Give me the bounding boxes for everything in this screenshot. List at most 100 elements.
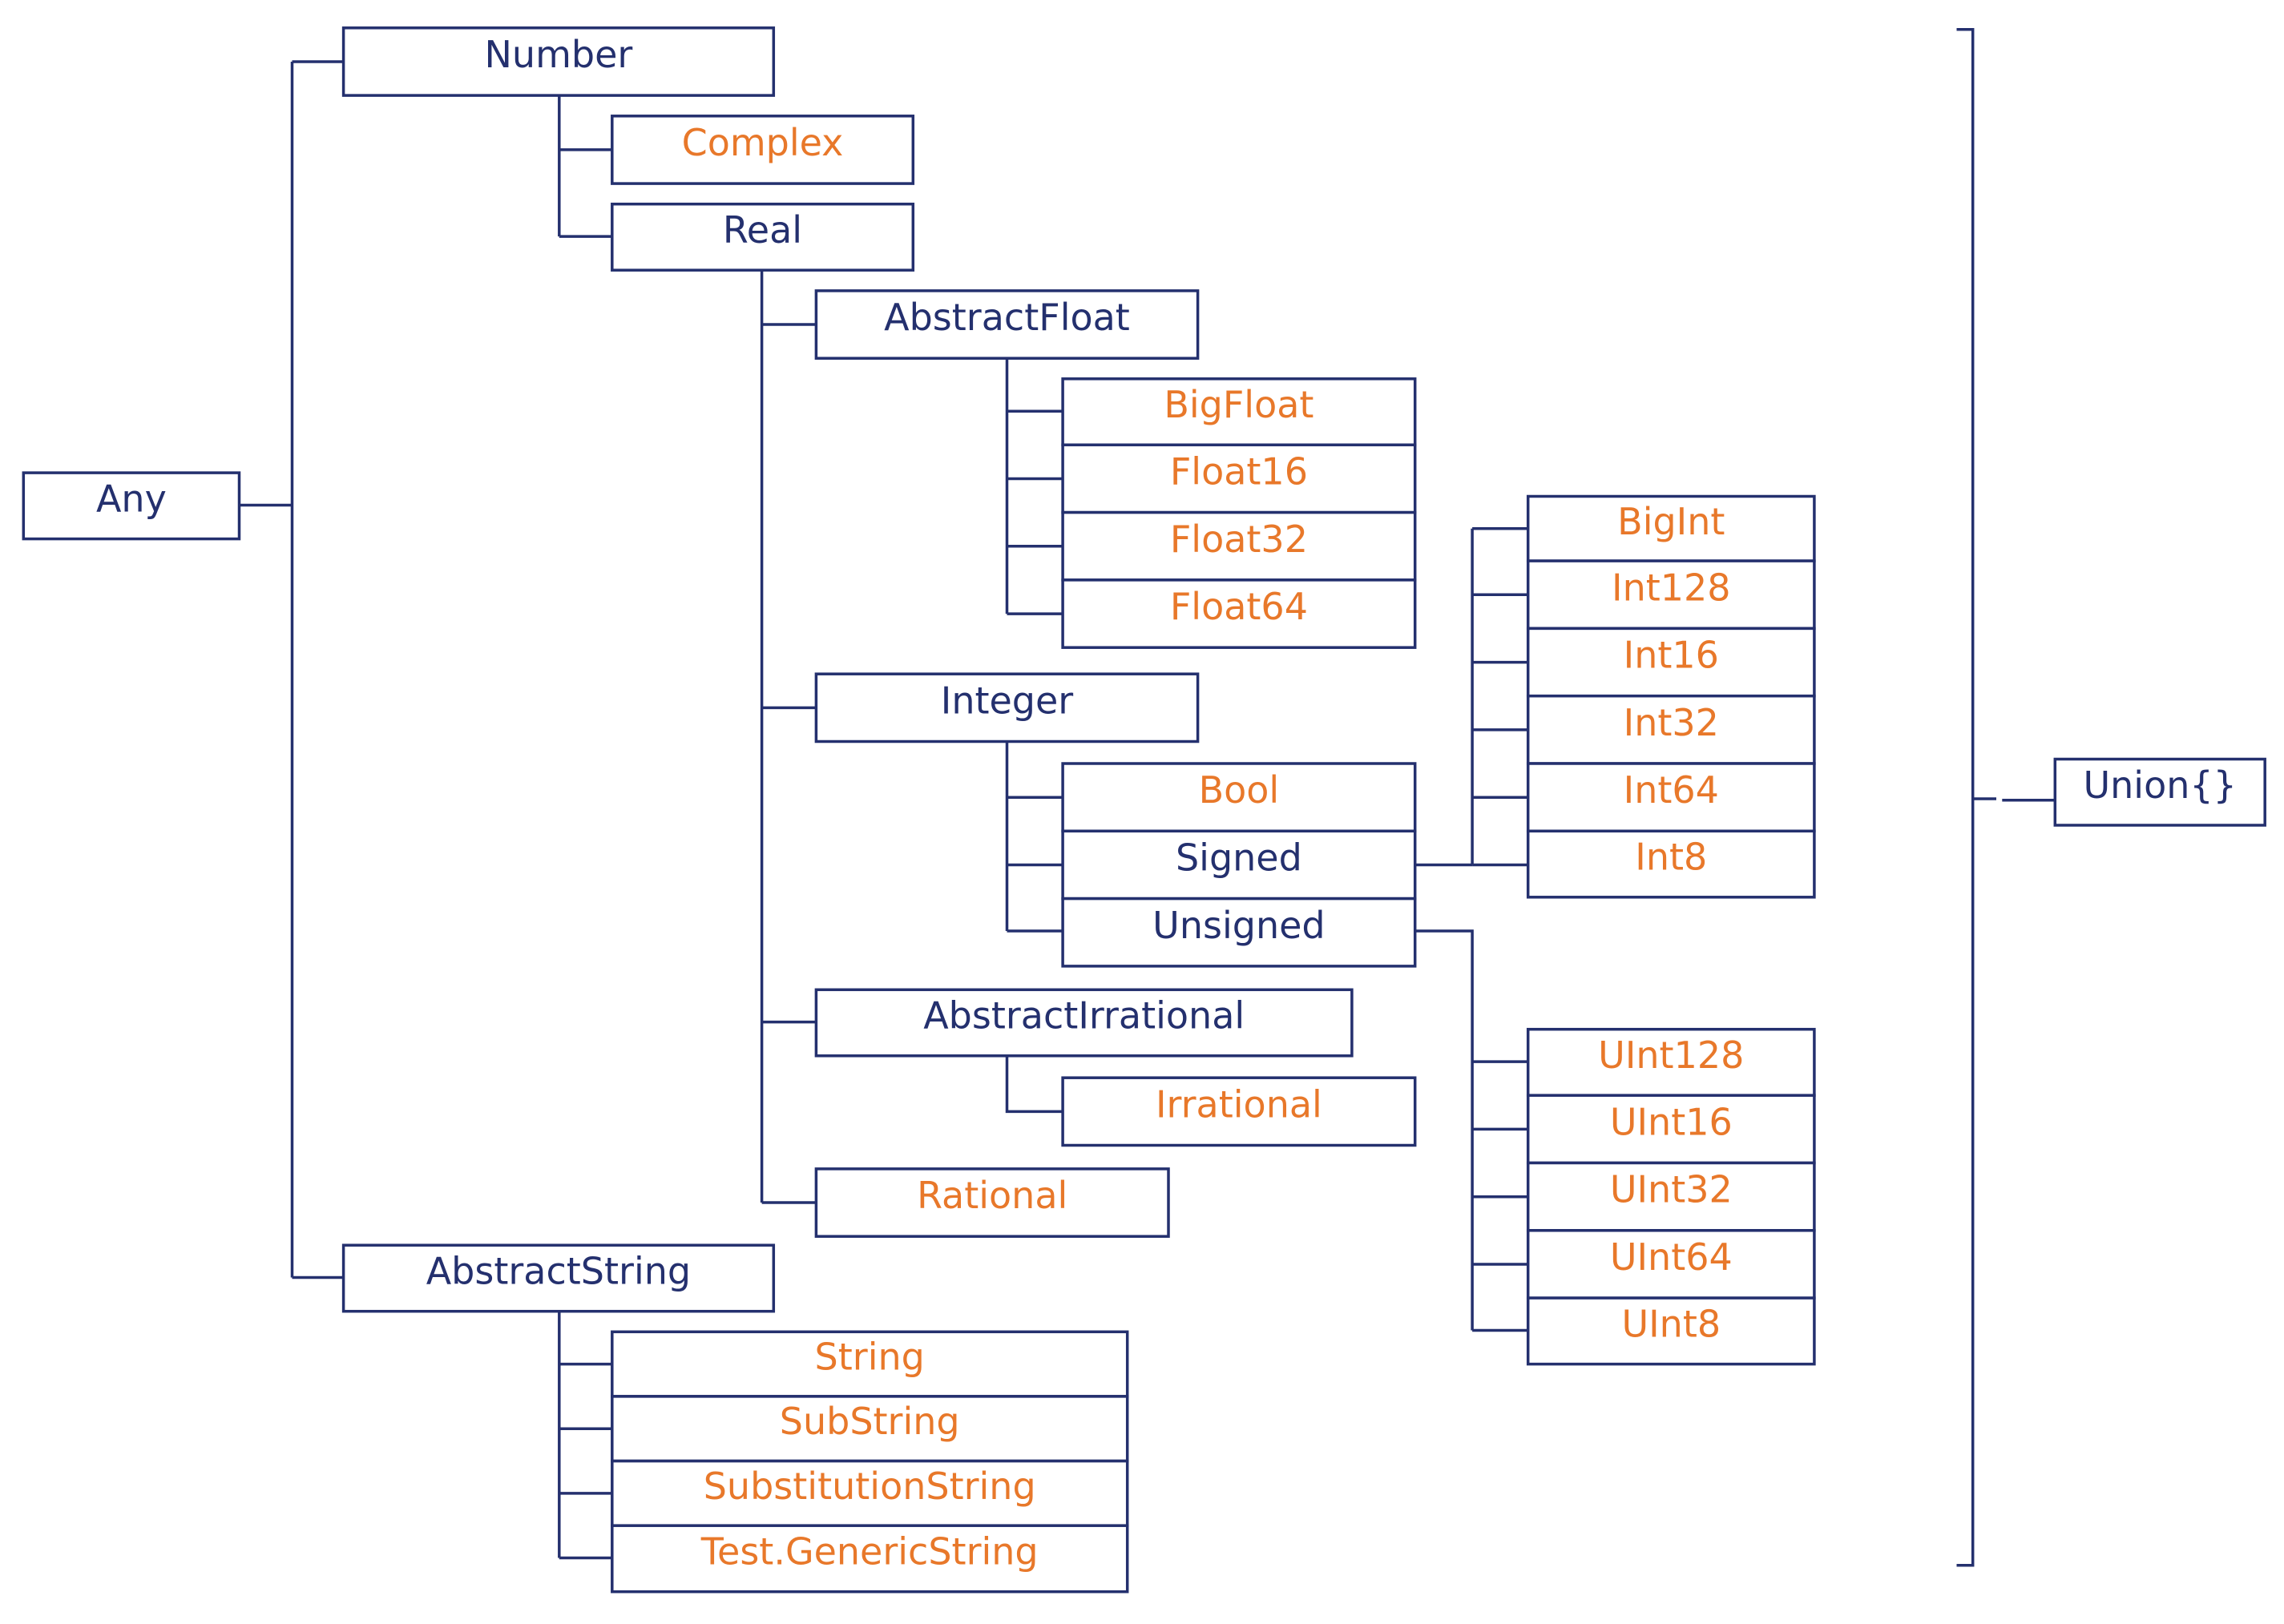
node-integer: Integer bbox=[814, 672, 1200, 743]
node-label: Int64 bbox=[1624, 768, 1719, 812]
node-label: Float64 bbox=[1170, 585, 1308, 628]
node-bigint: BigInt bbox=[1526, 494, 1816, 562]
node-label: Bool bbox=[1199, 768, 1280, 812]
node-label: Real bbox=[723, 208, 802, 252]
node-label: Int128 bbox=[1612, 566, 1731, 609]
node-label: Test.GenericString bbox=[700, 1529, 1039, 1573]
node-abstractfloat: AbstractFloat bbox=[814, 289, 1200, 360]
connector-line bbox=[1005, 1055, 1063, 1114]
node-signed: Signed bbox=[1061, 829, 1417, 901]
node-box bbox=[1526, 1027, 1816, 1097]
node-box bbox=[2053, 757, 2266, 827]
node-label: AbstractFloat bbox=[884, 296, 1130, 339]
node-box bbox=[1526, 1161, 1816, 1232]
node-unsigned: Unsigned bbox=[1061, 897, 1417, 968]
node-box bbox=[1526, 627, 1816, 698]
node-label: Signed bbox=[1176, 836, 1302, 880]
node-float64: Float64 bbox=[1061, 578, 1417, 649]
node-box bbox=[22, 471, 241, 541]
node-label: Number bbox=[485, 33, 633, 76]
node-box bbox=[1061, 1076, 1417, 1147]
node-box bbox=[611, 1395, 1129, 1463]
node-abstractstring: AbstractString bbox=[341, 1243, 776, 1313]
node-genericstring: Test.GenericString bbox=[611, 1524, 1129, 1594]
node-box bbox=[814, 289, 1200, 360]
node-box bbox=[1061, 762, 1417, 833]
node-number: Number bbox=[341, 26, 776, 97]
node-label: Int8 bbox=[1635, 836, 1707, 879]
connector-line bbox=[1956, 27, 1975, 1567]
node-label: Integer bbox=[941, 679, 1074, 722]
node-box bbox=[1061, 510, 1417, 582]
node-int128: Int128 bbox=[1526, 559, 1816, 631]
node-box bbox=[1526, 829, 1816, 899]
node-uint128: UInt128 bbox=[1526, 1027, 1816, 1097]
node-label: BigFloat bbox=[1164, 383, 1314, 426]
node-label: UInt64 bbox=[1610, 1235, 1733, 1279]
node-uint64: UInt64 bbox=[1526, 1229, 1816, 1300]
node-int8: Int8 bbox=[1526, 829, 1816, 899]
node-label: SubstitutionString bbox=[704, 1465, 1036, 1508]
node-label: Unsigned bbox=[1152, 904, 1325, 947]
node-substring: SubString bbox=[611, 1395, 1129, 1463]
node-any: Any bbox=[22, 471, 241, 541]
node-int16: Int16 bbox=[1526, 627, 1816, 698]
node-label: Union{} bbox=[2083, 764, 2236, 807]
node-substitutionstring: SubstitutionString bbox=[611, 1459, 1129, 1527]
node-box bbox=[1061, 377, 1417, 447]
node-label: UInt32 bbox=[1610, 1168, 1733, 1211]
node-uint8: UInt8 bbox=[1526, 1296, 1816, 1366]
node-label: SubString bbox=[780, 1400, 960, 1443]
node-label: AbstractIrrational bbox=[923, 994, 1245, 1038]
node-box bbox=[341, 26, 776, 97]
node-label: UInt16 bbox=[1610, 1100, 1733, 1143]
node-abstractirrational: AbstractIrrational bbox=[814, 988, 1354, 1058]
node-label: BigInt bbox=[1617, 500, 1725, 543]
node-float16: Float16 bbox=[1061, 443, 1417, 514]
node-bigfloat: BigFloat bbox=[1061, 377, 1417, 447]
node-box bbox=[1061, 897, 1417, 968]
node-label: AbstractString bbox=[426, 1249, 691, 1292]
node-label: String bbox=[815, 1336, 925, 1379]
node-uint32: UInt32 bbox=[1526, 1161, 1816, 1232]
node-bool: Bool bbox=[1061, 762, 1417, 833]
node-rational: Rational bbox=[814, 1167, 1170, 1238]
node-int32: Int32 bbox=[1526, 694, 1816, 765]
node-box bbox=[814, 672, 1200, 743]
node-irrational: Irrational bbox=[1061, 1076, 1417, 1147]
node-label: Rational bbox=[917, 1174, 1067, 1217]
node-float32: Float32 bbox=[1061, 510, 1417, 582]
connector-lines bbox=[239, 27, 2056, 1567]
node-box bbox=[1061, 443, 1417, 514]
node-complex: Complex bbox=[611, 115, 915, 185]
node-box bbox=[611, 1330, 1129, 1398]
node-label: UInt128 bbox=[1598, 1034, 1744, 1077]
type-nodes: Any NumberComplexRealAbstractFloatBigFloa… bbox=[22, 26, 2266, 1594]
node-box bbox=[611, 115, 915, 185]
node-label: Int32 bbox=[1624, 701, 1719, 744]
node-box bbox=[611, 1459, 1129, 1527]
node-box bbox=[1061, 578, 1417, 649]
node-box bbox=[1526, 694, 1816, 765]
node-label: UInt8 bbox=[1621, 1302, 1721, 1345]
node-label: Any bbox=[96, 477, 167, 520]
node-label: Float16 bbox=[1170, 450, 1308, 494]
node-label: Complex bbox=[682, 121, 844, 164]
connector-line bbox=[1414, 929, 1474, 1331]
node-label: Int16 bbox=[1624, 634, 1719, 677]
node-box bbox=[1526, 1094, 1816, 1165]
node-box bbox=[1526, 1296, 1816, 1366]
node-label: Irrational bbox=[1156, 1082, 1322, 1126]
node-label: Float32 bbox=[1170, 518, 1308, 561]
node-box bbox=[814, 1167, 1170, 1238]
node-uint16: UInt16 bbox=[1526, 1094, 1816, 1165]
node-int64: Int64 bbox=[1526, 762, 1816, 833]
node-box bbox=[1526, 762, 1816, 833]
node-box bbox=[814, 988, 1354, 1058]
node-box bbox=[1061, 829, 1417, 901]
node-string: String bbox=[611, 1330, 1129, 1398]
node-box bbox=[341, 1243, 776, 1313]
node-union: Union{} bbox=[2053, 757, 2266, 827]
node-box bbox=[611, 202, 915, 272]
